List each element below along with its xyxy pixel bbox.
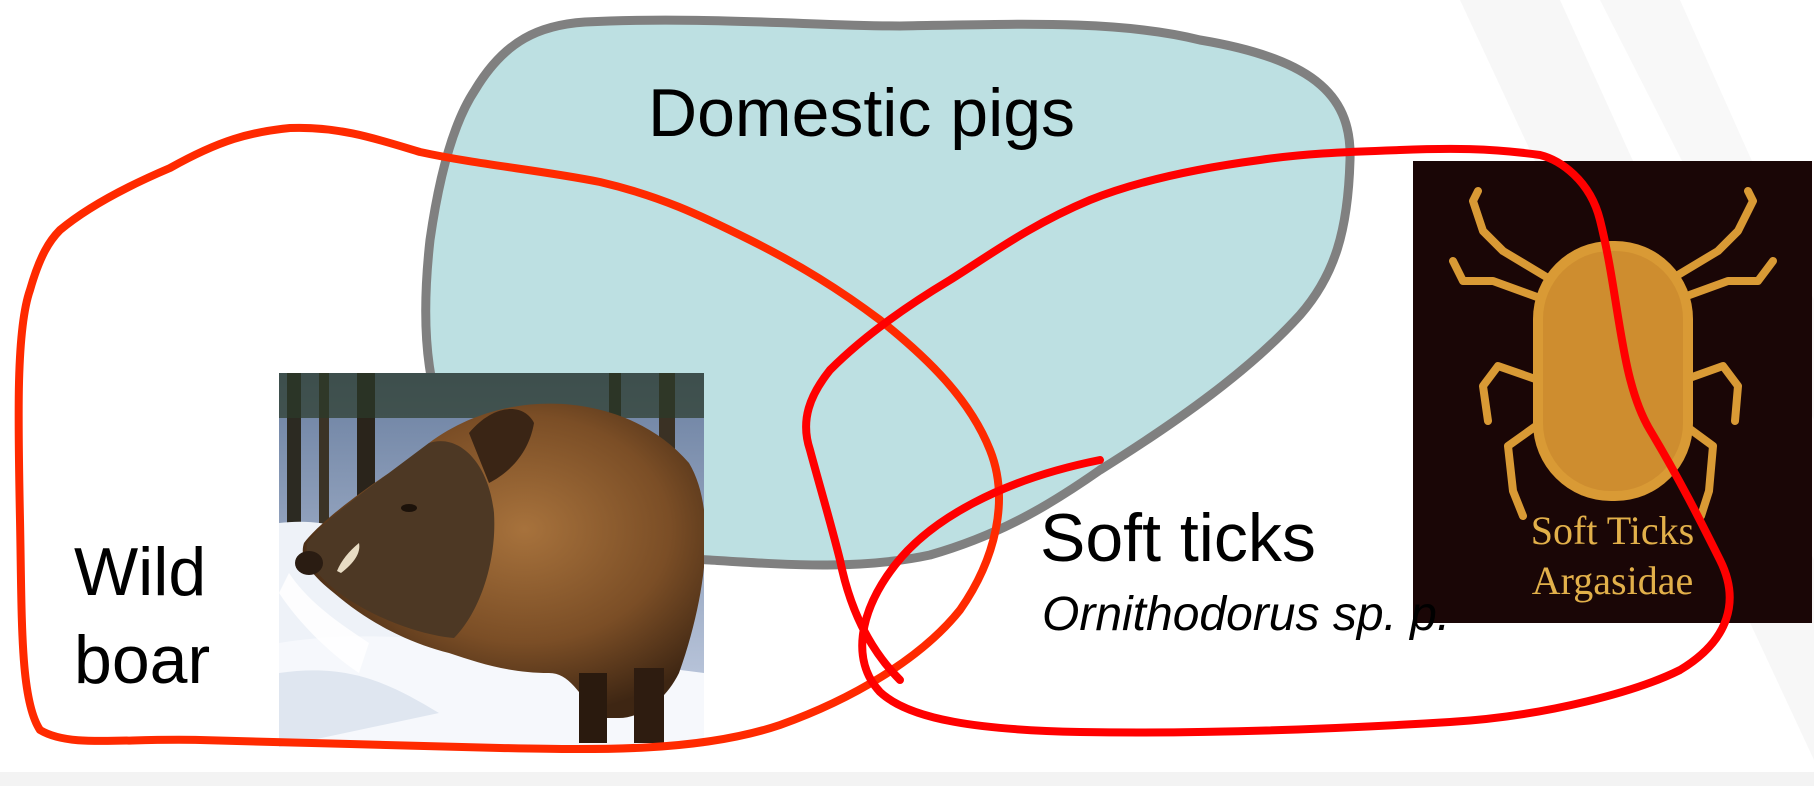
wild-boar-image xyxy=(279,373,704,747)
tick-caption-family: Argasidae xyxy=(1413,557,1812,604)
wild-boar-photo xyxy=(279,373,704,747)
wild-boar-label: Wild boar xyxy=(74,528,210,704)
ornithodorus-label: Ornithodorus sp. p. xyxy=(1042,590,1450,640)
soft-ticks-label: Soft ticks xyxy=(1040,503,1316,574)
footer-band xyxy=(0,772,1814,786)
wild-boar-label-line1: Wild xyxy=(74,528,210,616)
tick-caption-title: Soft Ticks xyxy=(1413,507,1812,554)
domestic-pigs-label: Domestic pigs xyxy=(648,78,1075,149)
soft-ticks-image: Soft Ticks Argasidae xyxy=(1413,161,1812,623)
wild-boar-label-line2: boar xyxy=(74,616,210,704)
